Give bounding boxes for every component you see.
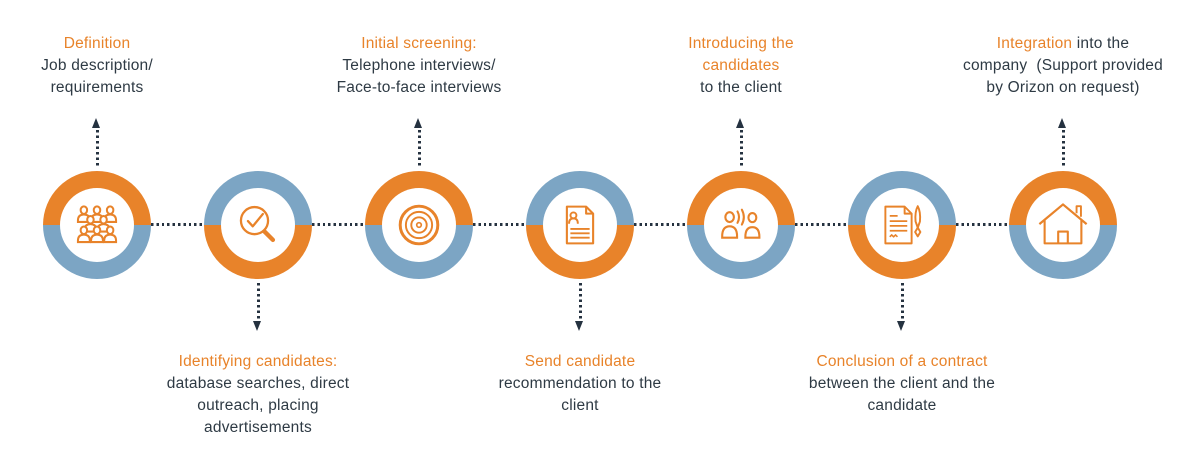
arrow-head (1058, 118, 1066, 128)
label-line: Introducing the (591, 33, 891, 55)
people-group-icon (69, 197, 125, 253)
dotted-arrow-up (1062, 130, 1065, 168)
label-segment: Introducing the (688, 35, 794, 52)
label-line: Integration into the (913, 33, 1198, 55)
label-line: Face-to-face interviews (269, 77, 569, 99)
step-ring-inner (60, 188, 134, 262)
label-segment: Conclusion of a contract (816, 353, 988, 370)
label-segment: into the (1072, 35, 1130, 52)
dotted-connector (795, 223, 848, 226)
label-line: to the client (591, 77, 891, 99)
search-check-icon (230, 197, 286, 253)
step-label-below: Conclusion of a contract between the clie… (752, 351, 1052, 417)
step-ring (526, 171, 634, 279)
label-segment: to the client (700, 79, 782, 96)
label-line: recommendation to the (430, 373, 730, 395)
dotted-arrow-up (418, 130, 421, 168)
label-segment: Definition (63, 35, 131, 52)
label-segment: by Orizon on request) (986, 79, 1140, 96)
step-label-above: Initial screening: Telephone interviews/F… (269, 33, 569, 99)
label-segment: Integration (996, 35, 1073, 52)
step-label-below: Send candidate recommendation to the clien… (430, 351, 730, 417)
label-segment: Telephone interviews/ (342, 57, 496, 74)
dotted-connector (956, 223, 1009, 226)
label-line: Identifying candidates: (108, 351, 408, 373)
label-segment: Identifying candidates: (178, 353, 338, 370)
people-talking-icon (713, 197, 769, 253)
arrow-head (736, 118, 744, 128)
label-segment: Face-to-face interviews (336, 79, 502, 96)
label-segment: requirements (50, 79, 144, 96)
dotted-arrow-up (96, 130, 99, 168)
label-line: candidates (591, 55, 891, 77)
label-line: Job description/ (0, 55, 247, 77)
label-segment: candidate (867, 397, 937, 414)
step-ring-inner (543, 188, 617, 262)
label-line: requirements (0, 77, 247, 99)
dotted-connector (151, 223, 204, 226)
step-label-above: Integration into the company (Support pro… (913, 33, 1198, 99)
dotted-connector (312, 223, 365, 226)
arrow-head (575, 321, 583, 331)
label-line: Initial screening: (269, 33, 569, 55)
label-segment: candidates (702, 57, 780, 74)
arrow-head (897, 321, 905, 331)
label-line: Send candidate (430, 351, 730, 373)
cv-document-icon (552, 197, 608, 253)
step-ring (365, 171, 473, 279)
label-line: company (Support provided (913, 55, 1198, 77)
arrow-head (414, 118, 422, 128)
label-line: outreach, placing (108, 395, 408, 417)
dotted-arrow-down (257, 283, 260, 321)
dotted-arrow-up (740, 130, 743, 168)
label-segment: Initial screening: (361, 35, 477, 52)
label-segment: Send candidate (524, 353, 636, 370)
step-ring (204, 171, 312, 279)
label-line: advertisements (108, 417, 408, 439)
dotted-arrow-down (901, 283, 904, 321)
step-label-above: Introducing the candidates to the client (591, 33, 891, 99)
label-line: by Orizon on request) (913, 77, 1198, 99)
arrow-head (253, 321, 261, 331)
label-segment: database searches, direct (166, 375, 350, 392)
step-ring (848, 171, 956, 279)
target-icon (391, 197, 447, 253)
label-segment: recommendation to the (498, 375, 662, 392)
label-segment: client (561, 397, 599, 414)
label-segment: outreach, placing (197, 397, 319, 414)
label-line: between the client and the (752, 373, 1052, 395)
contract-pen-icon (874, 197, 930, 253)
dotted-arrow-down (579, 283, 582, 321)
label-line: candidate (752, 395, 1052, 417)
label-line: Conclusion of a contract (752, 351, 1052, 373)
dotted-connector (473, 223, 526, 226)
label-segment: Job description/ (41, 57, 153, 74)
label-segment: advertisements (204, 419, 312, 436)
label-line: Telephone interviews/ (269, 55, 569, 77)
label-segment: company (Support provided (963, 57, 1163, 74)
step-ring-inner (221, 188, 295, 262)
label-line: client (430, 395, 730, 417)
dotted-connector (634, 223, 687, 226)
step-ring-inner (1026, 188, 1100, 262)
step-ring (1009, 171, 1117, 279)
step-ring (687, 171, 795, 279)
arrow-head (92, 118, 100, 128)
house-icon (1035, 197, 1091, 253)
label-segment: between the client and the (808, 375, 996, 392)
step-ring-inner (382, 188, 456, 262)
step-label-below: Identifying candidates: database searches… (108, 351, 408, 439)
label-line: Definition (0, 33, 247, 55)
step-ring (43, 171, 151, 279)
label-line: database searches, direct (108, 373, 408, 395)
